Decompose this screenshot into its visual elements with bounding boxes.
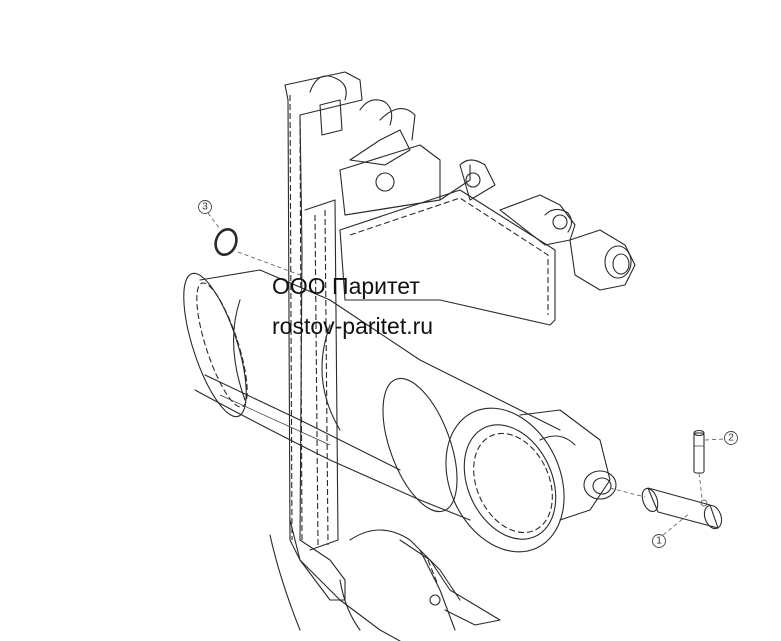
svg-text:1: 1: [656, 536, 662, 547]
axle-tube: [183, 269, 617, 553]
lower-assembly: [269, 519, 501, 641]
watermark-site: rostov-paritet.ru: [272, 313, 434, 339]
svg-text:2: 2: [728, 433, 734, 444]
part-o-ring: [207, 212, 301, 276]
callout-1: 1: [652, 534, 666, 548]
callout-3: 3: [198, 200, 212, 214]
svg-text:3: 3: [202, 202, 208, 213]
callout-2: 2: [724, 431, 738, 445]
watermark-company: ООО Паритет: [272, 273, 420, 299]
part-pin: [609, 487, 723, 536]
part-retaining-pin: [693, 429, 725, 499]
frame-body: [284, 71, 636, 601]
